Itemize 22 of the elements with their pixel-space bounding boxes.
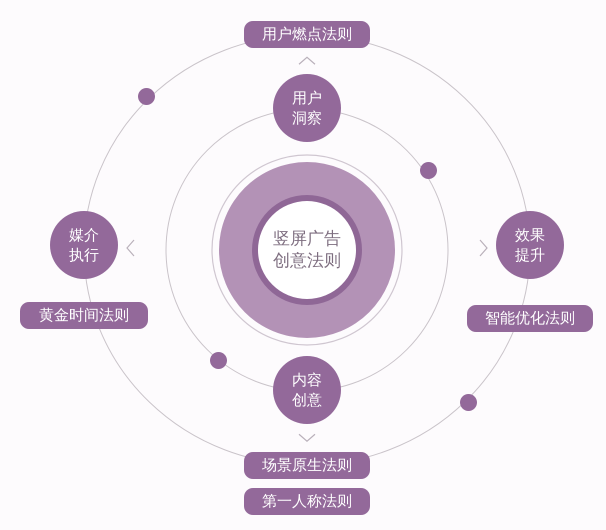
rule-pill: [244, 488, 370, 514]
orbit-dot: [460, 394, 476, 410]
rule-pill: [20, 302, 148, 328]
node-label: 用户燃点法则: [261, 24, 353, 44]
rule-pill: [244, 20, 370, 48]
node-label: 效果提升: [514, 225, 546, 265]
rule-pill: [467, 304, 593, 332]
node-label: 第一人称法则: [261, 491, 353, 511]
node-label: 黄金时间法则: [38, 305, 130, 325]
orbit-dot: [210, 352, 226, 368]
node-label: 竖屏广告创意法则: [272, 228, 342, 272]
direction-chevron: [298, 434, 316, 442]
orbit-dot: [138, 88, 154, 104]
orbit-dot: [420, 162, 436, 178]
direction-chevron: [298, 56, 316, 65]
node-label: 智能优化法则: [484, 308, 576, 328]
node-label: 媒介执行: [68, 225, 100, 265]
node-label: 内容创意: [291, 370, 323, 410]
rule-pill: [244, 452, 370, 478]
node-label: 用户洞察: [291, 88, 323, 128]
core-donut: [211, 154, 403, 346]
node-label: 场景原生法则: [261, 455, 353, 475]
